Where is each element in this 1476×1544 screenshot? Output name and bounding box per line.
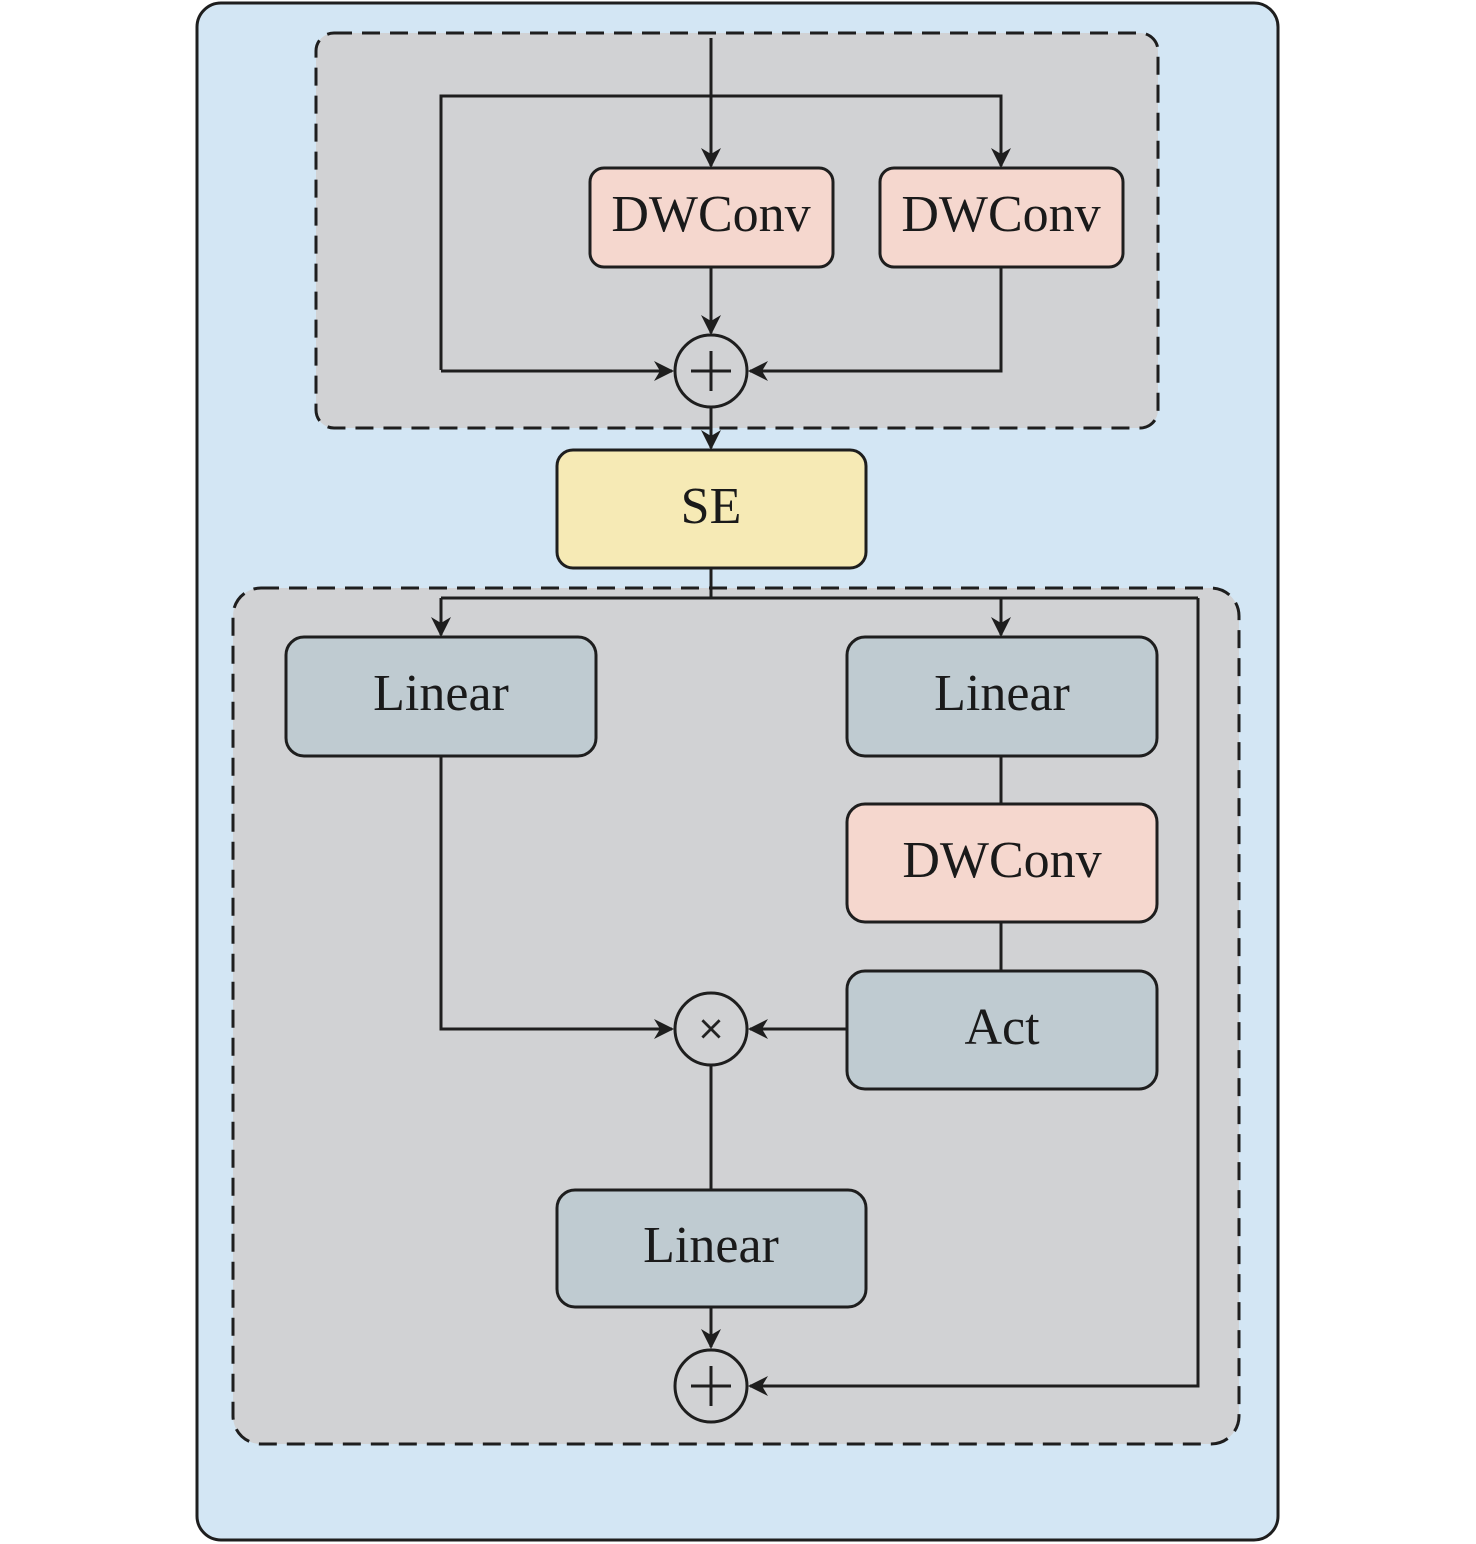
bottom-dwconv-label: DWConv	[902, 832, 1101, 889]
act-label: Act	[964, 999, 1040, 1056]
top-dwconv-left-label: DWConv	[611, 186, 810, 243]
top-dwconv-right-box: DWConv	[878, 166, 1125, 269]
linear-out-label: Linear	[643, 1217, 779, 1274]
linear-right-label: Linear	[934, 665, 1070, 722]
multiply-op-symbol: ×	[697, 1009, 726, 1049]
top-dwconv-left-box: DWConv	[588, 166, 835, 269]
bottom-dwconv-box: DWConv	[845, 802, 1159, 924]
top-connectors	[439, 38, 1011, 450]
act-box: Act	[845, 969, 1159, 1091]
top-dwconv-right-label: DWConv	[901, 186, 1100, 243]
top-add-plus-circle-icon	[673, 333, 749, 409]
linear-out-box: Linear	[555, 1188, 868, 1309]
linear-left-box: Linear	[284, 635, 598, 758]
bottom-add-plus-circle-icon	[673, 1348, 749, 1424]
multiply-op: ×	[673, 991, 749, 1067]
se-label: SE	[681, 478, 742, 535]
se-box: SE	[555, 448, 868, 570]
linear-left-label: Linear	[373, 665, 509, 722]
linear-right-box: Linear	[845, 635, 1159, 758]
bottom-connectors	[431, 568, 1200, 1396]
